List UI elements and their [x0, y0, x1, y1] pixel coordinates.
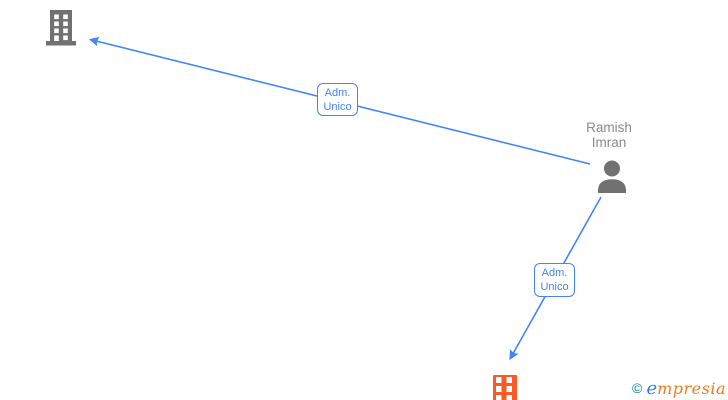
edge-label-line1: Adm.: [324, 87, 351, 99]
edge-label-line1: Adm.: [541, 267, 568, 279]
person-name-line1: Ramish: [586, 120, 632, 135]
copyright-symbol: ©: [631, 380, 643, 396]
company-bottom-building-icon[interactable]: [493, 375, 517, 400]
person-name-line2: Imran: [591, 135, 627, 150]
company-top-building-icon[interactable]: [44, 8, 80, 48]
person-icon[interactable]: [597, 160, 627, 193]
empresia-watermark: © empresia: [632, 378, 726, 399]
edge-label-adm-unico-bottom: Adm. Unico: [534, 263, 575, 297]
edge-label-line2: Unico: [540, 281, 569, 293]
person-name-label[interactable]: Ramish Imran: [549, 120, 669, 150]
edge-label-adm-unico-top: Adm. Unico: [317, 83, 358, 116]
edge-label-line2: Unico: [323, 101, 352, 113]
brand-initial: e: [646, 378, 658, 399]
brand-name-rest: mpresia: [657, 379, 726, 398]
